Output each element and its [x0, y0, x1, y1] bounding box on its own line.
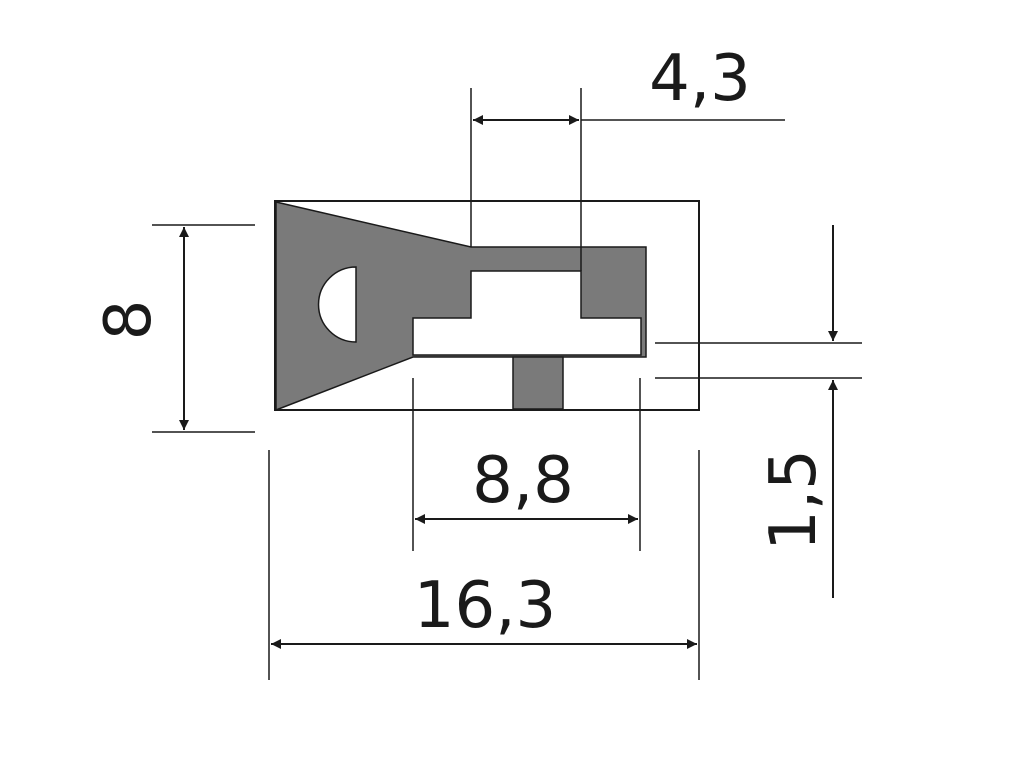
upper-slot	[412, 270, 642, 356]
dimension-lines	[179, 115, 838, 649]
bottom-stem	[512, 356, 564, 410]
label-top-width: 4,3	[649, 42, 751, 116]
label-overall-width: 16,3	[414, 569, 557, 643]
outer-outline	[274, 200, 700, 411]
half-round-hole	[317, 266, 357, 343]
label-inner-width: 8,8	[472, 444, 574, 518]
extension-lines	[152, 88, 862, 680]
label-height: 8	[92, 300, 166, 341]
label-slot-height: 1,5	[757, 449, 831, 551]
